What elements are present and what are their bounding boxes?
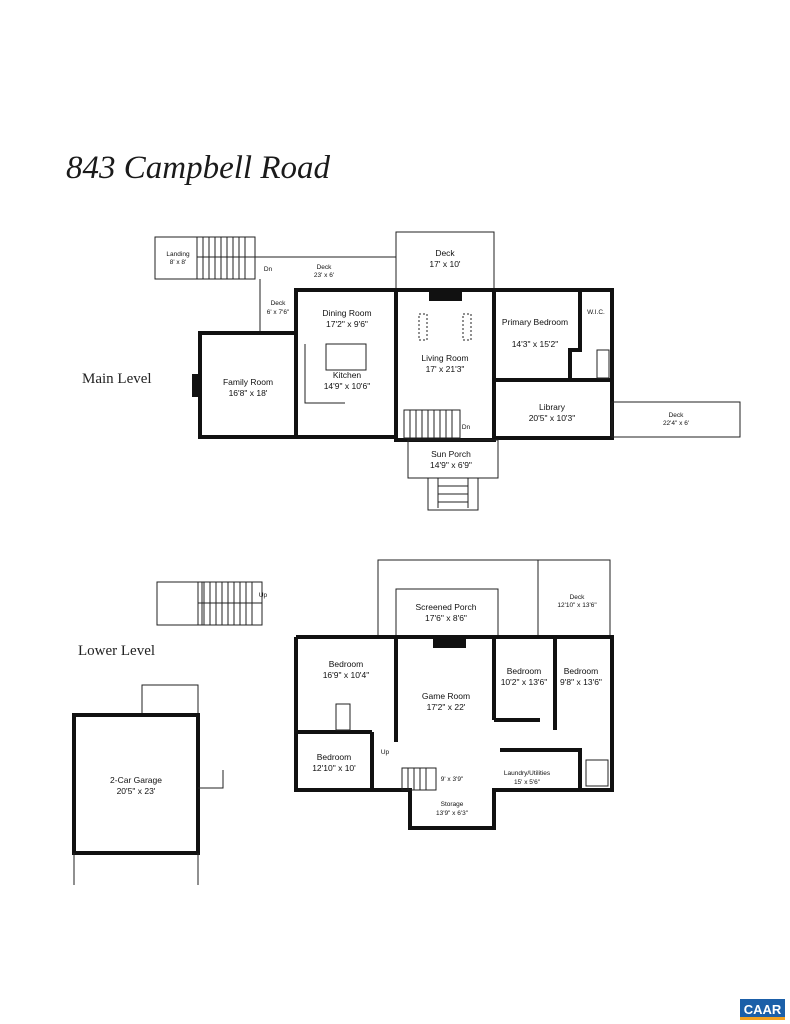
room-name: Deck bbox=[435, 248, 455, 258]
lower-level-walls bbox=[294, 635, 614, 830]
family-fireplace bbox=[192, 374, 202, 397]
room-name: Kitchen bbox=[333, 370, 362, 380]
front-steps bbox=[427, 477, 479, 511]
sun-porch-outline bbox=[407, 439, 499, 479]
deck-22x6-outline bbox=[611, 401, 741, 438]
tub bbox=[585, 759, 609, 787]
room-name: Bedroom bbox=[329, 659, 364, 669]
room-name: Landing bbox=[166, 251, 190, 258]
page-title: 843 Campbell Road bbox=[66, 150, 330, 186]
room-name: Library bbox=[539, 402, 566, 412]
room-size: 17'2" x 22' bbox=[427, 702, 466, 712]
room-size: 17'6" x 8'6" bbox=[425, 613, 467, 623]
room-name: Dining Room bbox=[322, 308, 371, 318]
garage-walls bbox=[72, 713, 200, 855]
room-name: Deck bbox=[669, 412, 685, 419]
room-size: 16'9" x 10'4" bbox=[323, 670, 370, 680]
room-size: 14'3" x 15'2" bbox=[512, 339, 559, 349]
skylight bbox=[462, 313, 472, 341]
tub bbox=[335, 703, 351, 731]
room-name: W.I.C. bbox=[587, 309, 605, 316]
stair-direction: Up bbox=[259, 592, 268, 599]
room-name: Deck bbox=[317, 264, 333, 271]
tub bbox=[596, 349, 610, 379]
caar-logo: CAAR bbox=[740, 999, 785, 1020]
room-labels: Landing 8' x 8' Deck 23' x 6' Deck 6' x … bbox=[110, 248, 689, 817]
room-size: 20'5" x 10'3" bbox=[529, 413, 576, 423]
room-size: 17'2" x 9'6" bbox=[326, 319, 368, 329]
lower-level-plan bbox=[72, 559, 614, 885]
room-size: 6' x 7'6" bbox=[267, 309, 290, 316]
room-name: Storage bbox=[441, 801, 464, 808]
room-name: Family Room bbox=[223, 377, 273, 387]
room-size: 23' x 6' bbox=[314, 272, 334, 279]
interior-stairs bbox=[401, 767, 437, 791]
room-size: 17' x 21'3" bbox=[426, 364, 465, 374]
main-level-label: Main Level bbox=[82, 371, 152, 387]
main-level-plan bbox=[154, 231, 741, 511]
room-size: 20'5" x 23' bbox=[117, 786, 156, 796]
room-name: Primary Bedroom bbox=[502, 317, 568, 327]
room-size: 16'8" x 18' bbox=[229, 388, 268, 398]
room-name: Living Room bbox=[421, 353, 468, 363]
living-stairs bbox=[403, 409, 461, 439]
garage-walkway bbox=[198, 770, 224, 789]
room-size: 12'10" x 10' bbox=[312, 763, 356, 773]
room-size: 22'4" x 6' bbox=[663, 420, 689, 427]
lower-fireplace bbox=[433, 638, 466, 648]
living-fireplace bbox=[429, 290, 462, 301]
stair-direction: Dn bbox=[462, 424, 471, 431]
room-size: 8' x 8' bbox=[170, 259, 187, 266]
exterior-stairs bbox=[197, 581, 263, 626]
garage-entry-outline bbox=[141, 684, 199, 716]
exterior-stairs-outline bbox=[156, 581, 203, 626]
room-size: 15' x 5'6" bbox=[514, 779, 541, 786]
room-size: 13'9" x 6'3" bbox=[436, 810, 469, 817]
room-name: Bedroom bbox=[507, 666, 542, 676]
room-size: 12'10" x 13'6" bbox=[557, 602, 597, 609]
room-size: 9'8" x 13'6" bbox=[560, 677, 602, 687]
room-size: 10'2" x 13'6" bbox=[501, 677, 548, 687]
landing-outline bbox=[154, 236, 256, 280]
room-name: Laundry/Utilities bbox=[504, 770, 551, 777]
room-name: Deck bbox=[271, 300, 287, 307]
kitchen-island bbox=[325, 343, 367, 371]
room-size: 14'9" x 6'9" bbox=[430, 460, 472, 470]
bath-wall bbox=[568, 292, 582, 380]
lower-level-label: Lower Level bbox=[78, 643, 156, 659]
room-name: Bedroom bbox=[317, 752, 352, 762]
stair-direction: Dn bbox=[264, 266, 273, 273]
room-name: Deck bbox=[570, 594, 586, 601]
laundry-wall bbox=[500, 748, 582, 790]
room-size: 14'9" x 10'6" bbox=[324, 381, 371, 391]
room-size: 9' x 3'9" bbox=[441, 776, 464, 783]
room-size: 17' x 10' bbox=[429, 259, 461, 269]
bedroom-library-walls bbox=[492, 288, 614, 440]
room-name: 2-Car Garage bbox=[110, 775, 162, 785]
skylight bbox=[418, 313, 428, 341]
kitchen-counter bbox=[304, 344, 345, 404]
room-name: Game Room bbox=[422, 691, 470, 701]
landing-stairs bbox=[196, 237, 255, 279]
stair-direction: Up bbox=[381, 749, 390, 756]
room-name: Sun Porch bbox=[431, 449, 471, 459]
room-name: Screened Porch bbox=[416, 602, 477, 612]
room-name: Bedroom bbox=[564, 666, 599, 676]
